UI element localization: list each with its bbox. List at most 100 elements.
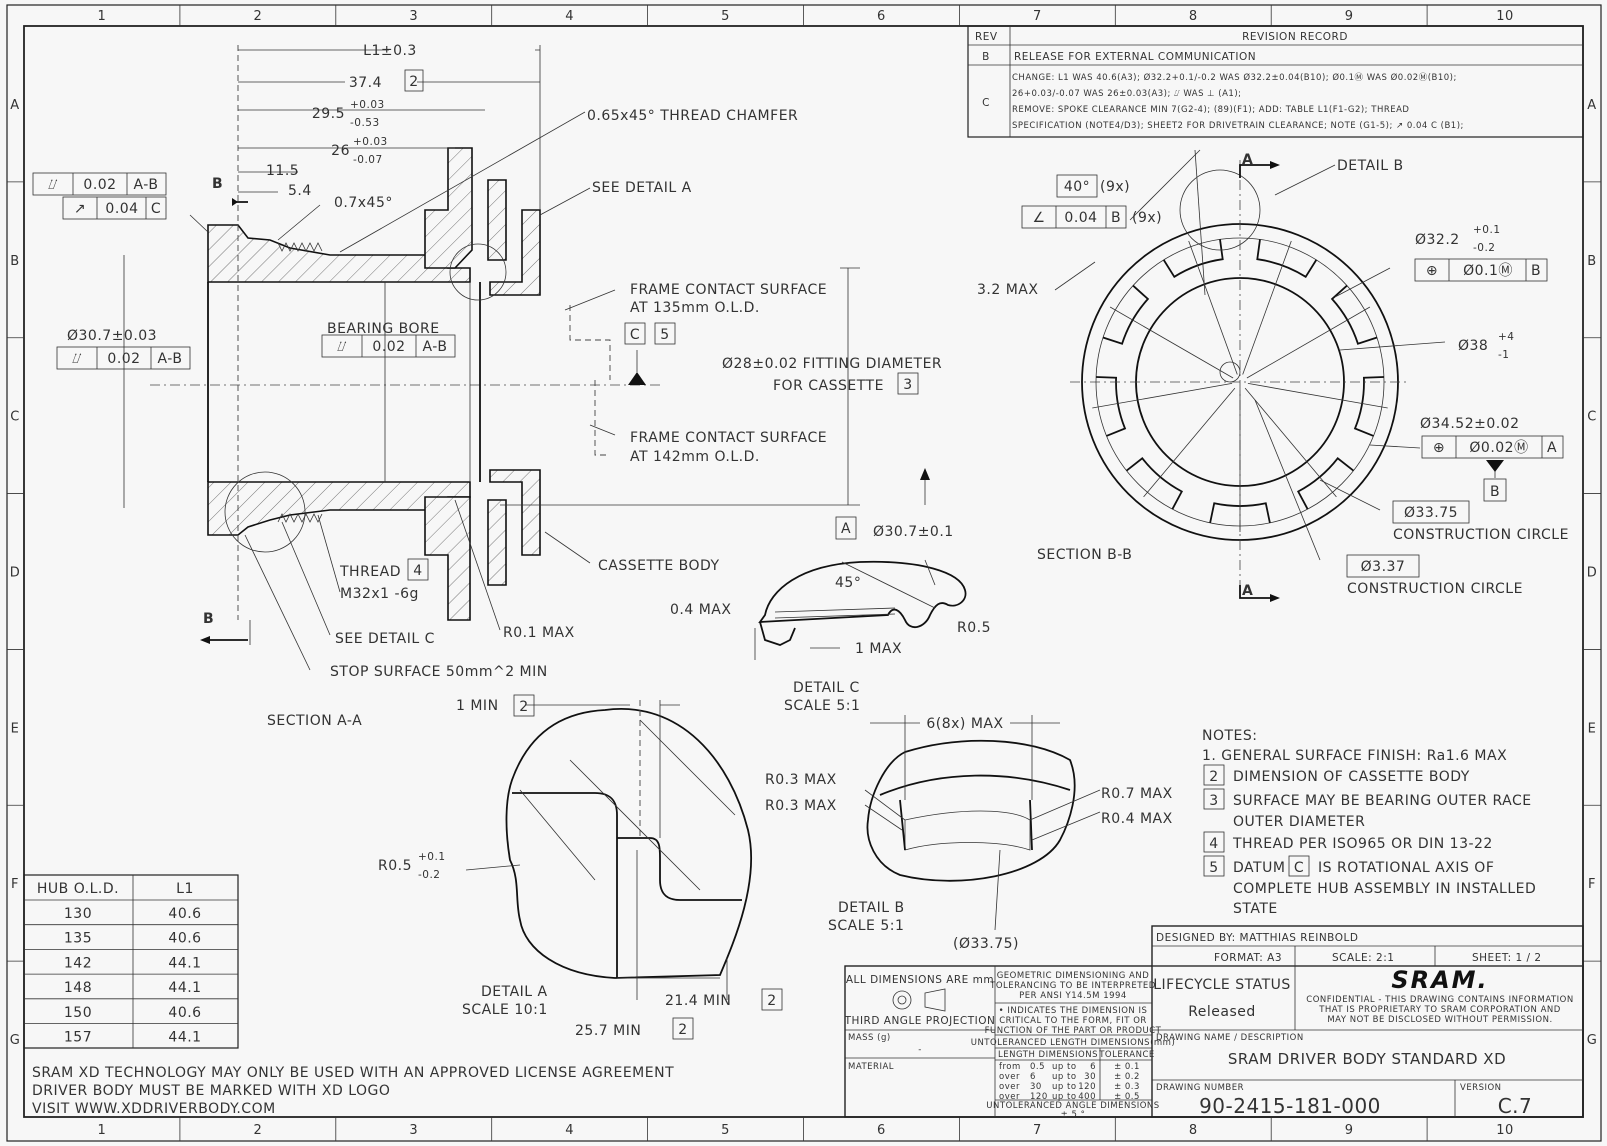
note-3-text-2: OUTER DIAMETER <box>1233 814 1365 830</box>
tol-value: ± 0.1 <box>1114 1062 1140 1072</box>
zone-row-left: E <box>11 721 20 736</box>
zone-row-left: D <box>10 566 21 581</box>
max-3-2: 3.2 MAX <box>977 282 1038 298</box>
dim-26: 26 <box>331 143 350 159</box>
version-label: VERSION <box>1460 1083 1502 1093</box>
dim-5-4: 5.4 <box>288 183 312 199</box>
spline-bottom-3 <box>489 469 541 556</box>
dia-33-75-ref: (Ø33.75) <box>953 936 1019 952</box>
rev-c: C <box>982 97 990 109</box>
hub-l1-cell: 40.6 <box>168 906 201 922</box>
sheet: SHEET: 1 / 2 <box>1472 952 1542 964</box>
thread-label: THREAD <box>339 564 401 580</box>
zone-row-right: A <box>1587 98 1596 113</box>
dim-37-4-ref: 2 <box>409 74 418 90</box>
hub-l1-cell: 44.1 <box>168 1030 201 1046</box>
mass-label: MASS (g) <box>848 1033 891 1043</box>
construction-circle-2: CONSTRUCTION CIRCLE <box>1347 581 1523 597</box>
datum-c-ref: 5 <box>660 327 669 343</box>
construction-circle-1: CONSTRUCTION CIRCLE <box>1393 527 1569 543</box>
untoleranced-angle: UNTOLERANCED ANGLE DIMENSIONS <box>986 1101 1159 1111</box>
see-detail-a: SEE DETAIL A <box>592 180 692 196</box>
sram-logo: SRAM. <box>1391 966 1488 994</box>
angularity-tol: 0.04 <box>1064 210 1097 226</box>
rev-header: REV <box>975 31 998 43</box>
radial-leader <box>1188 240 1238 375</box>
dim-11-5: 11.5 <box>266 163 299 179</box>
note-5-datum: C <box>1294 860 1304 876</box>
lifecycle-label: LIFECYCLE STATUS <box>1153 977 1291 993</box>
note-3-text-1: SURFACE MAY BE BEARING OUTER RACE <box>1233 793 1532 809</box>
rev-c-line3: REMOVE: SPOKE CLEARANCE MIN 7(G2-4); (89… <box>1012 105 1409 115</box>
lifecycle-status: Released <box>1188 1004 1256 1020</box>
detail-c-scale: SCALE 5:1 <box>784 698 860 714</box>
thread-chamfer: 0.65x45° THREAD CHAMFER <box>587 108 798 124</box>
spline-tooth <box>1296 457 1355 510</box>
angle-45: 45° <box>835 575 861 591</box>
tol-value: ± 0.2 <box>1114 1072 1140 1082</box>
angularity-count: (9x) <box>1132 210 1162 226</box>
dia-38: Ø38 <box>1458 338 1488 354</box>
tol-cell: up to <box>1052 1082 1077 1092</box>
section-a-a-title: SECTION A-A <box>267 713 362 729</box>
detail-a-callout-circle <box>449 243 507 301</box>
tol-cell: 30 <box>1030 1082 1042 1092</box>
spline-top-1 <box>424 147 473 269</box>
note-4-num: 4 <box>1209 836 1218 852</box>
crit-line2: CRITICAL TO THE FORM, FIT OR <box>999 1016 1147 1026</box>
driver-bottom-wall <box>207 481 471 536</box>
tolerance-header: TOLERANCE <box>1098 1050 1155 1060</box>
bearing-bore-label: BEARING BORE <box>327 321 440 337</box>
radial-leader <box>1246 306 1371 379</box>
zone-col-bottom: 8 <box>1189 1123 1198 1138</box>
min-25-7: 25.7 MIN <box>575 1023 641 1039</box>
spline-tooth <box>1256 239 1318 279</box>
scale: SCALE: 2:1 <box>1332 952 1394 964</box>
position2-ref: A <box>1547 440 1557 456</box>
dia-30-7-b: Ø30.7±0.1 <box>873 524 954 540</box>
revision-record-table: REV REVISION RECORD B RELEASE FOR EXTERN… <box>967 25 1584 138</box>
tol-cell: 120 <box>1030 1092 1048 1102</box>
position-icon: ⊕ <box>1426 263 1438 279</box>
confidential-line3: MAY NOT BE DISCLOSED WITHOUT PERMISSION. <box>1327 1015 1552 1025</box>
zone-col-top: 1 <box>98 9 107 24</box>
datum-c-triangle <box>628 372 646 385</box>
spline-tooth <box>1125 457 1184 510</box>
zone-col-bottom: 5 <box>721 1123 730 1138</box>
detail-a-view <box>505 700 752 1000</box>
frame-135-line2: AT 135mm O.L.D. <box>630 300 760 316</box>
zone-row-left: G <box>10 1033 21 1048</box>
dia-33-75: Ø33.75 <box>1404 505 1458 521</box>
hub-l1-cell: 40.6 <box>168 931 201 947</box>
tol-cell: 120 <box>1078 1082 1096 1092</box>
r0-5-a-up: +0.1 <box>418 851 446 863</box>
zone-col-top: 8 <box>1189 9 1198 24</box>
footer-license: SRAM XD TECHNOLOGY MAY ONLY BE USED WITH… <box>32 1065 674 1081</box>
zone-row-right: E <box>1588 721 1597 736</box>
section-b-b-view <box>1054 149 1504 602</box>
detail-b-view <box>864 715 1101 931</box>
chamfer-0-7: 0.7x45° <box>334 195 393 211</box>
runout1-ref: A-B <box>134 177 159 193</box>
fitting-diameter-line2: FOR CASSETTE <box>773 378 884 394</box>
zone-col-top: 2 <box>253 9 262 24</box>
rev-c-line2: 26+0.03/-0.07 WAS 26±0.03(A3); ⌰ WAS ⊥ (… <box>1012 89 1242 99</box>
section-b-b-title: SECTION B-B <box>1037 547 1132 563</box>
section-a-top: A <box>1242 152 1253 168</box>
fitting-diameter-ref: 3 <box>903 377 912 393</box>
thread-ref: 4 <box>413 563 422 579</box>
hub-l1-cell: 44.1 <box>168 980 201 996</box>
hub-old-cell: 135 <box>64 931 92 947</box>
drawing-number-label: DRAWING NUMBER <box>1156 1083 1244 1093</box>
r0-5-a: R0.5 <box>378 858 412 874</box>
hub-old-cell: 130 <box>64 906 92 922</box>
confidential-line2: THAT IS PROPRIETARY TO SRAM CORPORATION … <box>1318 1005 1561 1015</box>
r0-4: R0.4 MAX <box>1101 811 1173 827</box>
zone-col-bottom: 4 <box>565 1123 574 1138</box>
drawing-number: 90-2415-181-000 <box>1199 1094 1381 1118</box>
runout-icon: ⌰ <box>337 339 347 355</box>
runout-icon: ⌰ <box>72 351 82 367</box>
title-block: ALL DIMENSIONS ARE mm THIRD ANGLE PROJEC… <box>844 925 1584 1120</box>
r0-1-max: R0.1 MAX <box>503 625 575 641</box>
gdt-line3: PER ANSI Y14.5M 1994 <box>1019 991 1127 1001</box>
